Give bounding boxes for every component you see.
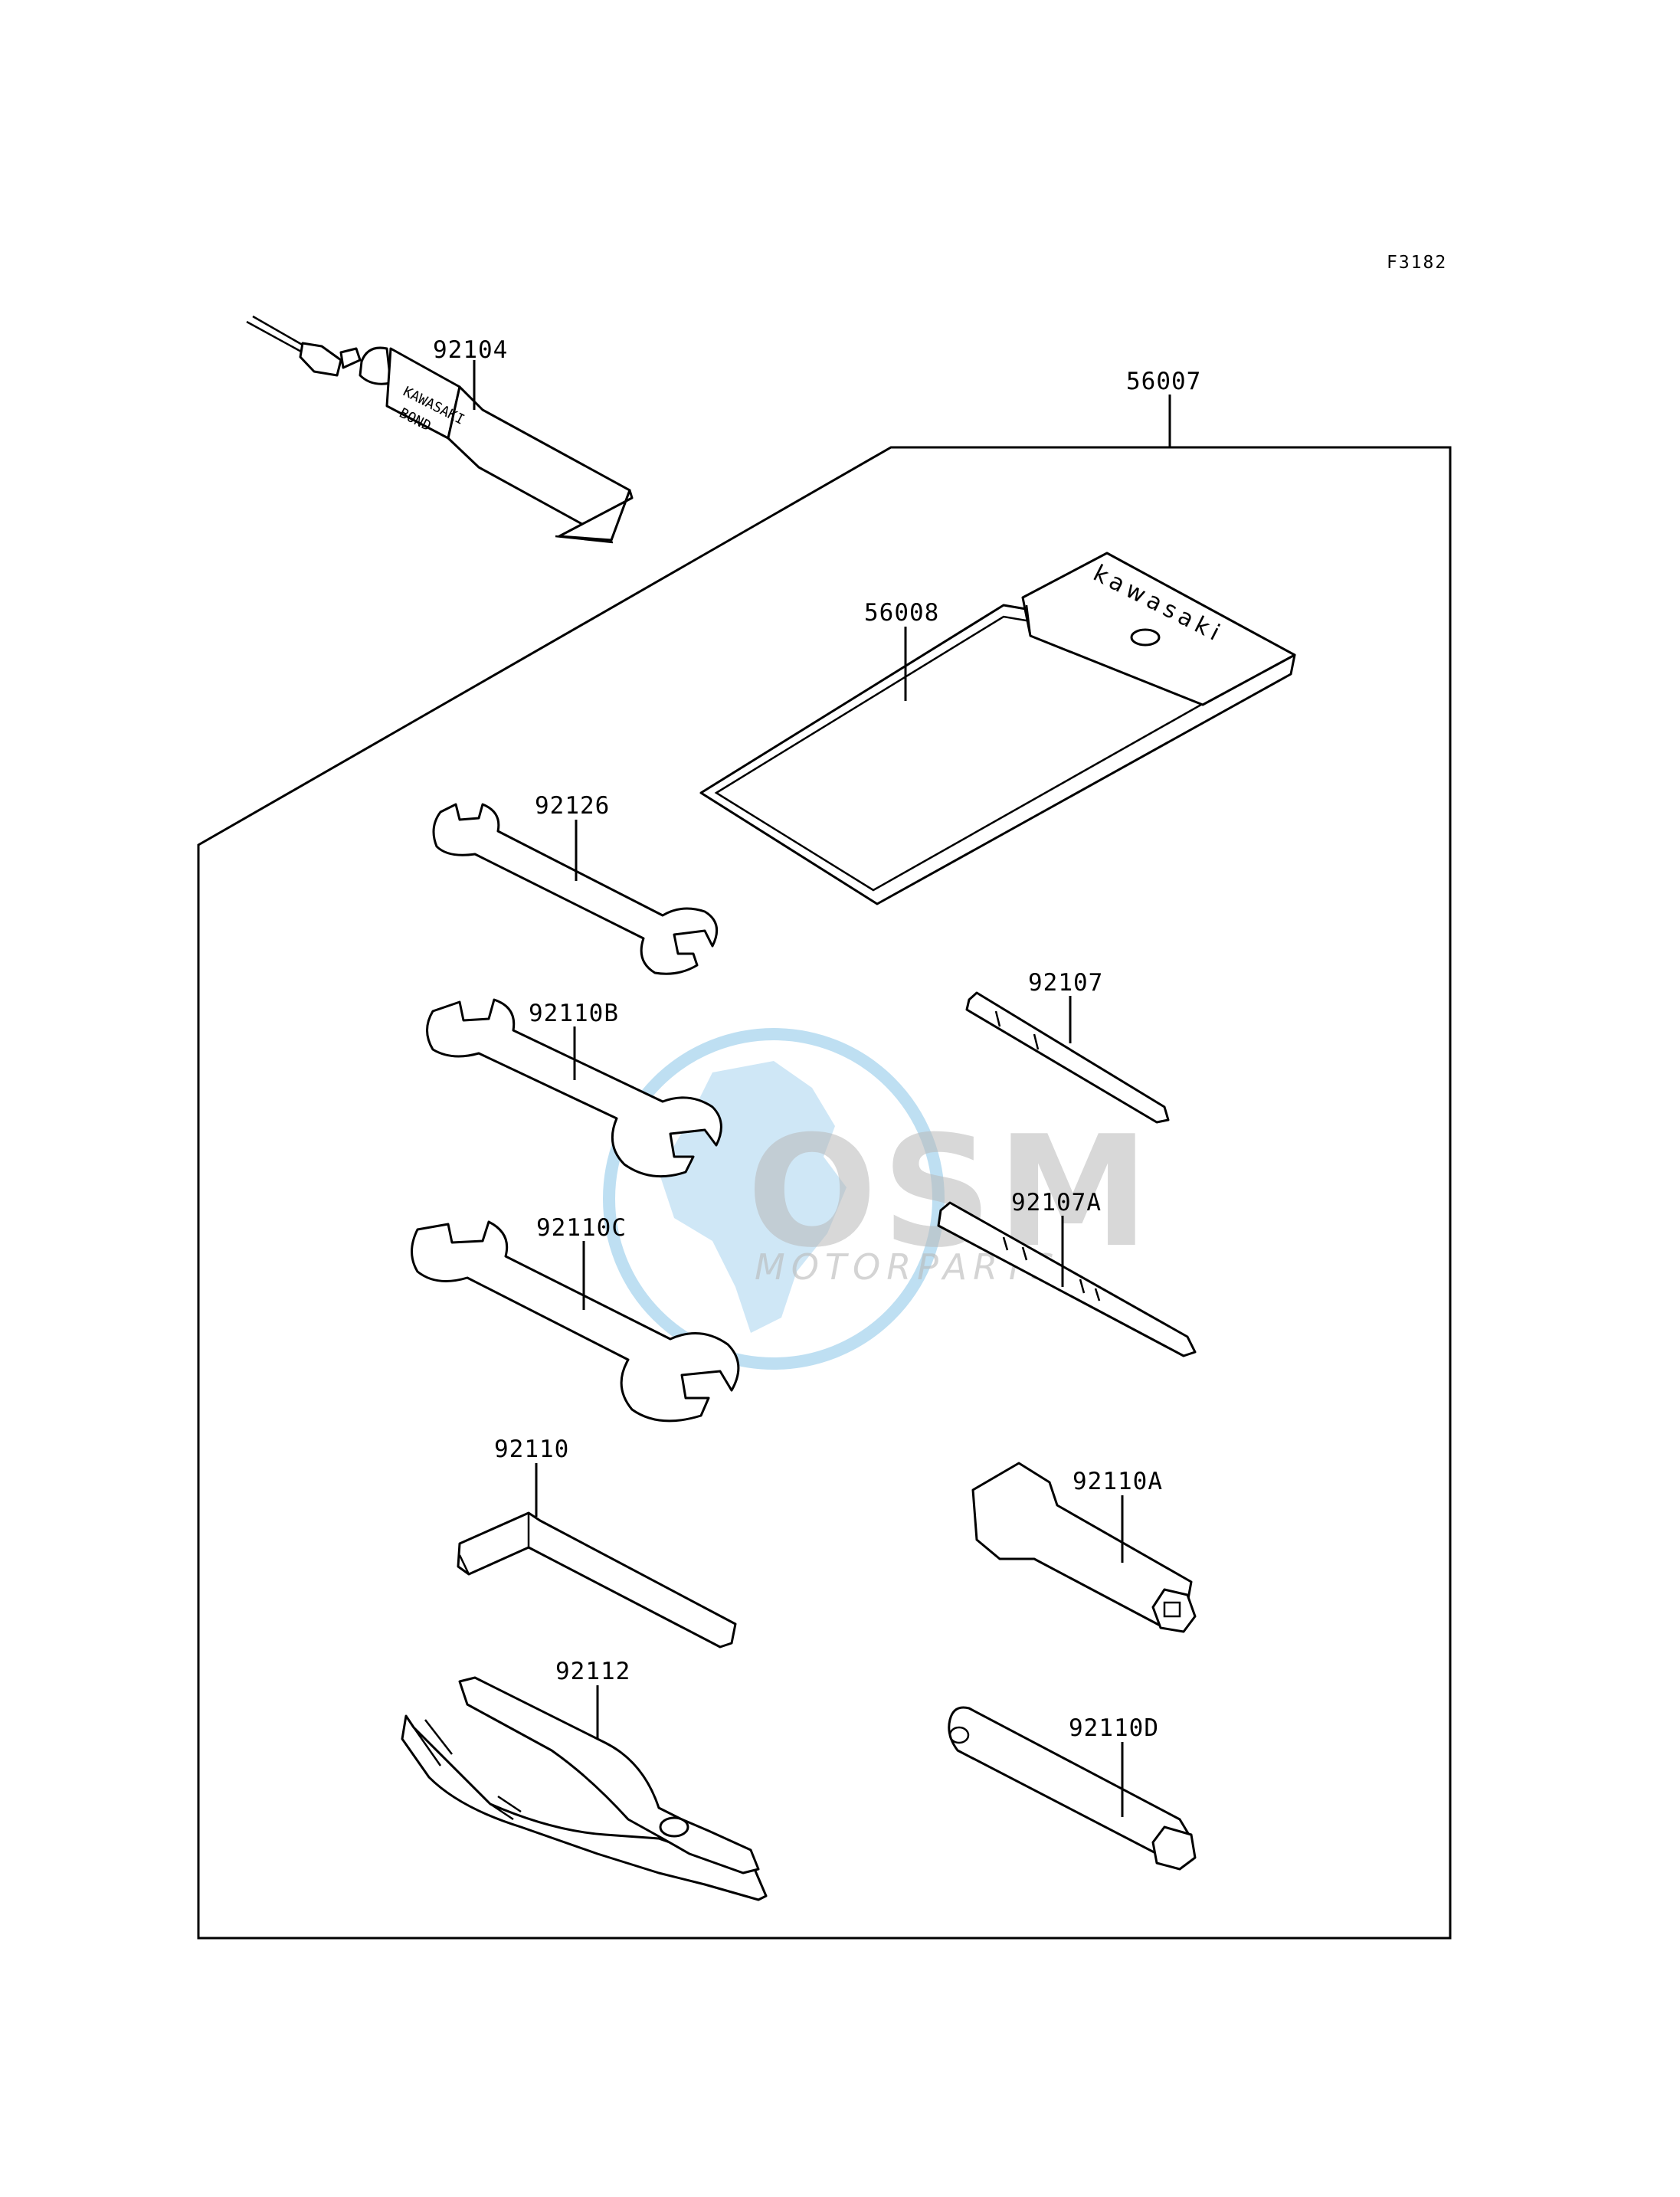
screwdriver-bit-drawing xyxy=(965,991,1170,1124)
part-label-92110B[interactable]: 92110B xyxy=(529,1000,619,1027)
tool-pouch-drawing: kawasaki xyxy=(699,552,1296,905)
part-label-56007[interactable]: 56007 xyxy=(1126,368,1201,395)
part-label-92110C[interactable]: 92110C xyxy=(536,1214,627,1242)
part-label-92110D[interactable]: 92110D xyxy=(1069,1714,1159,1742)
medium-wrench-drawing xyxy=(426,998,722,1178)
double-bit-drawing xyxy=(937,1201,1197,1357)
part-label-56008[interactable]: 56008 xyxy=(864,599,939,627)
box-wrench-drawing xyxy=(971,1462,1197,1633)
part-label-92112[interactable]: 92112 xyxy=(555,1658,630,1685)
part-label-92104[interactable]: 92104 xyxy=(433,336,508,364)
hex-key-drawing xyxy=(457,1511,737,1649)
plug-wrench-drawing xyxy=(948,1706,1197,1871)
part-label-92110[interactable]: 92110 xyxy=(494,1436,569,1463)
figure-code: F3182 xyxy=(1387,253,1447,273)
part-label-92107[interactable]: 92107 xyxy=(1028,969,1103,997)
small-wrench-drawing xyxy=(432,803,719,975)
tool-kit-outline xyxy=(197,446,1452,1940)
watermark-brand: OSM xyxy=(747,1103,1154,1282)
pliers-drawing xyxy=(401,1676,768,1901)
large-wrench-drawing xyxy=(411,1220,740,1423)
part-label-92110A[interactable]: 92110A xyxy=(1073,1468,1163,1495)
part-label-92107A[interactable]: 92107A xyxy=(1011,1189,1102,1216)
watermark-globe-icon xyxy=(603,1028,945,1370)
part-label-92126[interactable]: 92126 xyxy=(535,792,610,820)
